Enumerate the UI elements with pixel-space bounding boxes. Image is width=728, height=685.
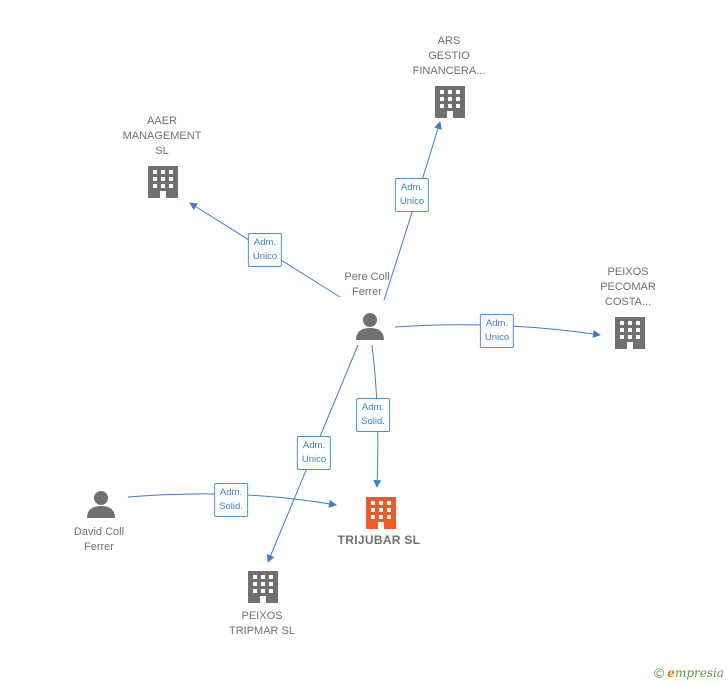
- footer-branding: © empresia: [654, 665, 724, 681]
- person-icon[interactable]: [356, 313, 384, 340]
- building-icon[interactable]: [248, 571, 278, 603]
- building-icon[interactable]: [148, 166, 178, 198]
- relation-label-aaer: Adm. Unico: [247, 233, 283, 267]
- relation-label-tripmar: Adm. Unico: [296, 436, 332, 470]
- building-icon[interactable]: [615, 317, 645, 349]
- edge-pere-ars: [383, 121, 442, 301]
- person-label-pere[interactable]: Pere Coll Ferrer: [344, 271, 390, 298]
- company-label-peixos-tripmar[interactable]: PEIXOS TRIPMAR SL: [228, 610, 296, 637]
- building-icon-main[interactable]: [366, 497, 396, 529]
- company-label-ars[interactable]: ARS GESTIO FINANCERA...: [412, 35, 486, 77]
- company-label-trijubar[interactable]: TRIJUBAR SL: [337, 533, 421, 547]
- relation-label-trijubar-pere: Adm. Solid.: [356, 398, 390, 432]
- relation-label-ars: Adm. Unico: [394, 178, 430, 212]
- building-icon[interactable]: [435, 86, 465, 118]
- person-label-david[interactable]: David Coll Ferrer: [73, 526, 125, 553]
- copyright-icon: ©: [653, 665, 665, 681]
- relation-label-pecomar: Adm. Unico: [479, 314, 515, 348]
- relation-label-trijubar-david: Adm. Solid.: [214, 483, 248, 517]
- edges: [127, 121, 601, 563]
- company-label-peixos-pecomar[interactable]: PEIXOS PECOMAR COSTA...: [600, 266, 656, 308]
- brand-logo: empresia: [667, 666, 724, 680]
- company-label-aaer[interactable]: AAER MANAGEMENT SL: [122, 115, 202, 157]
- person-icon[interactable]: [87, 491, 115, 518]
